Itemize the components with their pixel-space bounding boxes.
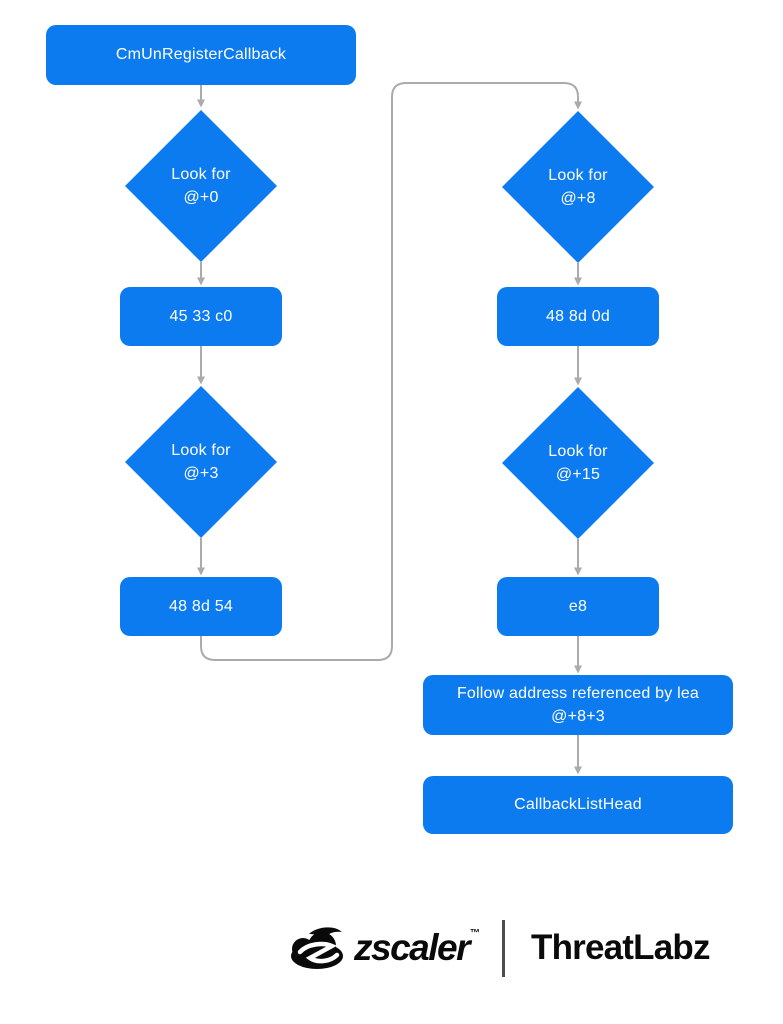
node-label-line1: Follow address referenced by lea	[456, 684, 700, 702]
node-label-line1: Look for	[548, 442, 608, 460]
zscaler-cloud-icon	[291, 926, 343, 969]
node-bytes-48-8d-54: 48 8d 54	[120, 577, 282, 636]
node-bytes-45-33-c0: 45 33 c0	[120, 287, 282, 346]
node-cmunregistercallback: CmUnRegisterCallback	[46, 25, 356, 85]
node-bytes-48-8d-0d: 48 8d 0d	[497, 287, 659, 346]
node-look-for-plus-15: Look for @+15	[502, 387, 654, 539]
node-look-for-plus-3: Look for @+3	[125, 386, 277, 538]
threatlabz-wordmark: ThreatLabz	[531, 928, 711, 967]
node-bytes-e8: e8	[497, 577, 659, 636]
node-label-line1: Look for	[171, 441, 231, 459]
node-label-line2: @+8	[560, 190, 596, 207]
node-label-line2: @+3	[183, 465, 219, 482]
node-label-line1: Look for	[171, 165, 231, 183]
zscaler-threatlabz-logo: zscaler ™ ThreatLabz	[287, 912, 711, 984]
trademark-symbol: ™	[470, 928, 480, 939]
node-label-line2: @+0	[183, 189, 219, 206]
node-label: 48 8d 0d	[546, 307, 610, 325]
node-label-line2: @+8+3	[551, 708, 605, 725]
zscaler-wordmark: zscaler	[354, 927, 471, 968]
node-label: e8	[568, 597, 588, 615]
node-label: CmUnRegisterCallback	[115, 46, 287, 64]
node-label: CallbackListHead	[514, 796, 642, 814]
node-look-for-plus-0: Look for @+0	[125, 110, 277, 262]
node-follow-lea-address: Follow address referenced by lea @+8+3	[423, 675, 733, 735]
node-callbacklisthead: CallbackListHead	[423, 776, 733, 834]
logo-divider	[502, 919, 505, 977]
node-look-for-plus-8: Look for @+8	[502, 111, 654, 263]
node-label: 48 8d 54	[169, 597, 233, 615]
node-label: 45 33 c0	[169, 307, 233, 325]
node-label-line1: Look for	[548, 166, 608, 184]
node-label-line2: @+15	[555, 466, 601, 483]
